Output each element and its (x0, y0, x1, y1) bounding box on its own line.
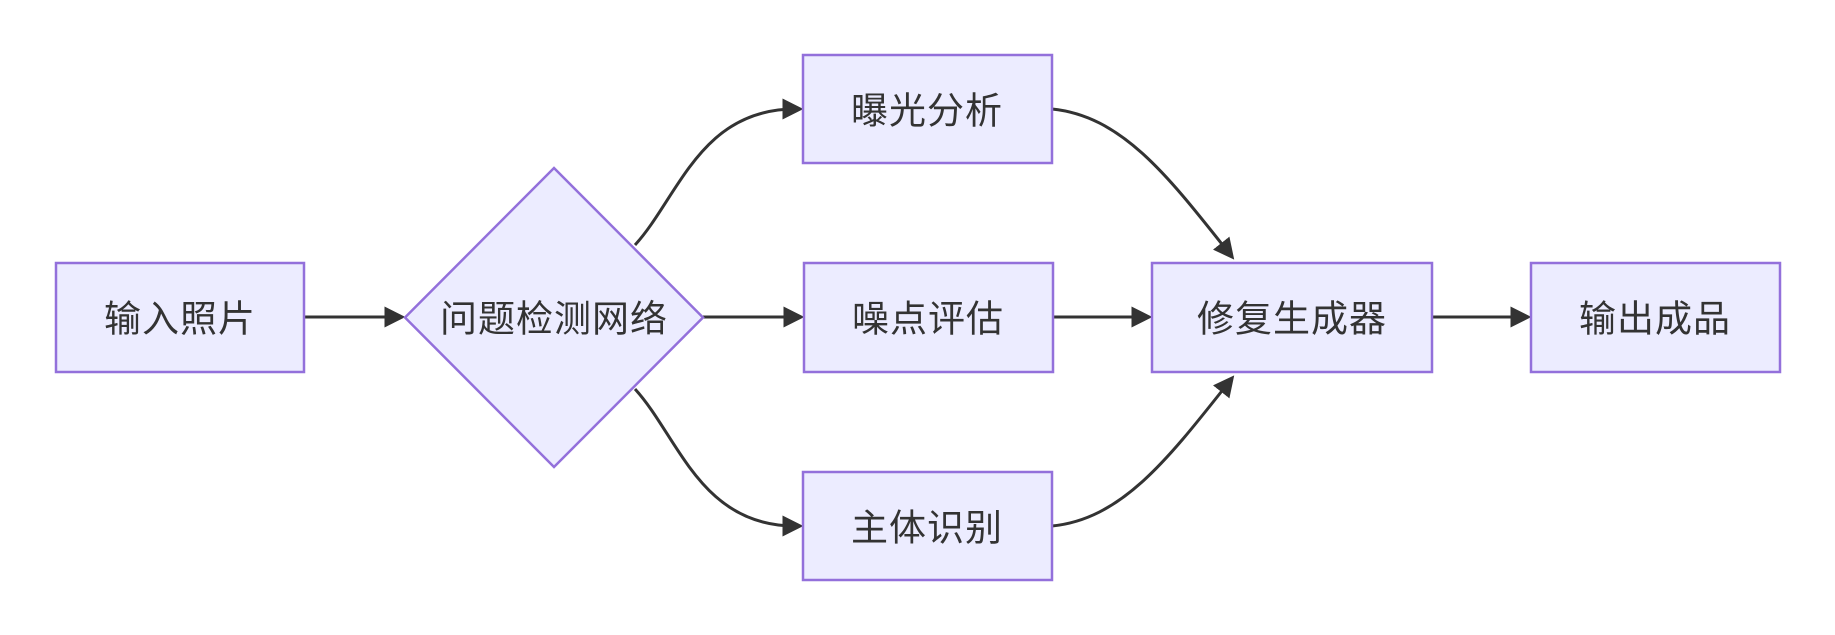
node-exposure-analysis-shape (801, 53, 1054, 165)
node-layer: 输入照片 问题检测网络 曝光分析 噪点评估 主体识别 修复生成器 (54, 53, 1782, 582)
node-input-photo: 输入照片 (54, 261, 306, 374)
edge-subject-to-repair (1051, 375, 1235, 528)
node-detection-network-shape (403, 166, 705, 469)
node-input-photo-shape (54, 261, 306, 374)
node-subject-recognition: 主体识别 (801, 470, 1054, 582)
node-repair-generator: 修复生成器 (1150, 261, 1434, 374)
edge-layer (304, 98, 1532, 537)
node-repair-generator-shape (1150, 261, 1434, 374)
node-exposure-analysis-label: 曝光分析 (851, 91, 1003, 132)
node-detection-network: 问题检测网络 (403, 166, 705, 469)
node-subject-recognition-shape (801, 470, 1054, 582)
edge-detection-to-exposure (633, 98, 804, 247)
node-output-result: 输出成品 (1529, 261, 1782, 374)
node-output-result-shape (1529, 261, 1782, 374)
node-noise-assessment: 噪点评估 (802, 261, 1055, 374)
node-subject-recognition-label: 主体识别 (851, 508, 1003, 549)
node-repair-generator-label: 修复生成器 (1197, 299, 1387, 340)
node-noise-assessment-label: 噪点评估 (852, 299, 1004, 340)
edge-detection-to-subject (633, 387, 804, 537)
edge-exposure-to-repair (1051, 107, 1235, 260)
node-exposure-analysis: 曝光分析 (801, 53, 1054, 165)
node-detection-network-label: 问题检测网络 (440, 299, 668, 340)
node-input-photo-label: 输入照片 (104, 299, 256, 340)
node-output-result-label: 输出成品 (1579, 299, 1731, 340)
node-noise-assessment-shape (802, 261, 1055, 374)
